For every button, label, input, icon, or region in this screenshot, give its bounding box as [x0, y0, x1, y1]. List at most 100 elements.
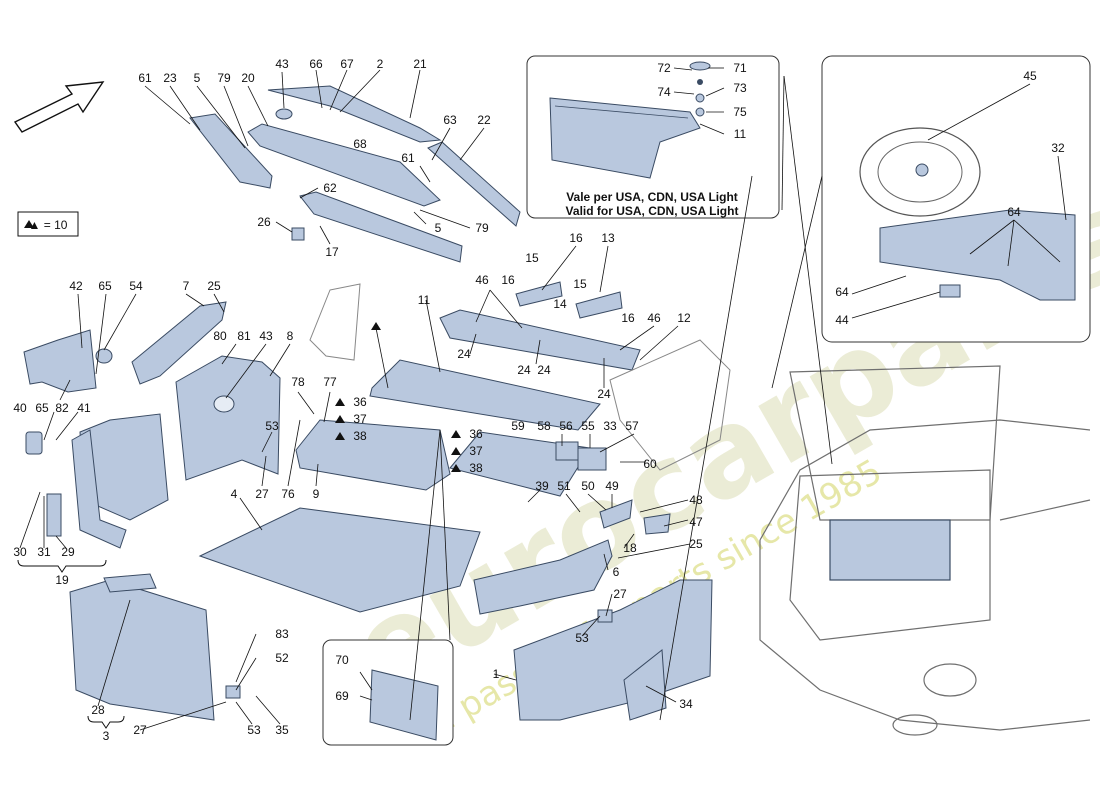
callout-label: 1	[493, 667, 500, 681]
callout-label: 52	[275, 651, 289, 665]
callout-label: 36	[353, 395, 367, 409]
triangle-marker-icon	[451, 447, 461, 455]
callout-label: 41	[77, 401, 91, 415]
callout-label: 37	[469, 444, 483, 458]
callout-label: 61	[138, 71, 152, 85]
callout-label: 81	[237, 329, 251, 343]
callout-label: 43	[259, 329, 273, 343]
callout-label: 2	[377, 57, 384, 71]
callout-label: 34	[679, 697, 693, 711]
callout-label: 71	[733, 61, 747, 75]
callout-label: 75	[733, 105, 747, 119]
callout-label: 44	[835, 313, 849, 327]
callout-label: 46	[647, 311, 661, 325]
callout-label: 47	[689, 515, 703, 529]
callout-label: 64	[835, 285, 849, 299]
callout-label: 61	[401, 151, 415, 165]
callout-label: 50	[581, 479, 595, 493]
callout-label: 8	[287, 329, 294, 343]
callout-label: 59	[511, 419, 525, 433]
callout-label: 25	[689, 537, 703, 551]
callout-label: 37	[353, 412, 367, 426]
callout-label: 16	[621, 311, 635, 325]
callout-label: 11	[734, 127, 747, 141]
callout-label: 12	[677, 311, 691, 325]
callout-label: 38	[469, 461, 483, 475]
triangle-marker-icon	[24, 220, 34, 228]
callout-label: 29	[61, 545, 75, 559]
car-outline	[759, 365, 1091, 736]
callout-label: 33	[603, 419, 617, 433]
callout-label: 67	[340, 57, 354, 71]
inset-note-line2: Valid for USA, CDN, USA Light	[566, 204, 739, 218]
callout-label: 78	[291, 375, 305, 389]
callout-label: 79	[475, 221, 489, 235]
callout-label: 54	[129, 279, 143, 293]
callout-label: 38	[353, 429, 367, 443]
callout-label: 45	[1023, 69, 1037, 83]
callout-label: 15	[525, 251, 539, 265]
callout-label: 24	[457, 347, 471, 361]
callout-label: 56	[559, 419, 573, 433]
callout-label: 6	[613, 565, 620, 579]
callout-label: 36	[469, 427, 483, 441]
right-side-panels	[473, 499, 713, 721]
callout-label: 21	[413, 57, 427, 71]
callout-label: 68	[353, 137, 367, 151]
callout-labels: 61 23 5 79 20 43 66 67 2 21 68 63 22 61 …	[13, 57, 1065, 743]
callout-label: 40	[13, 401, 27, 415]
callout-label: 53	[265, 419, 279, 433]
callout-label: 11	[418, 293, 431, 307]
callout-label: 31	[37, 545, 51, 559]
callout-label: 15	[573, 277, 587, 291]
callout-label: 46	[475, 273, 489, 287]
triangle-markers	[24, 220, 461, 472]
callout-label: 14	[553, 297, 567, 311]
callout-label: 18	[623, 541, 637, 555]
rear-trunk-panel	[69, 573, 241, 721]
callout-label: 19	[55, 573, 69, 587]
callout-label: 77	[323, 375, 337, 389]
triangle-marker-icon	[335, 432, 345, 440]
callout-label: 48	[689, 493, 703, 507]
callout-label: 69	[335, 689, 349, 703]
callout-label: 82	[55, 401, 69, 415]
callout-label: 7	[183, 279, 190, 293]
callout-label: 22	[477, 113, 491, 127]
callout-label: 65	[35, 401, 49, 415]
callout-label: 26	[257, 215, 271, 229]
callout-label: 49	[605, 479, 619, 493]
callout-label: 3	[103, 729, 110, 743]
callout-label: 28	[91, 703, 105, 717]
callout-label: 70	[335, 653, 349, 667]
triangle-marker-icon	[451, 464, 461, 472]
callout-label: 80	[213, 329, 227, 343]
callout-label: 27	[255, 487, 269, 501]
callout-label: 27	[133, 723, 147, 737]
callout-label: 16	[501, 273, 515, 287]
callout-label: 5	[435, 221, 442, 235]
callout-label: 66	[309, 57, 323, 71]
callout-label: 65	[98, 279, 112, 293]
callout-label: 79	[217, 71, 231, 85]
callout-label: 39	[535, 479, 549, 493]
callout-label: 35	[275, 723, 289, 737]
left-side-panels	[23, 301, 281, 549]
callout-label: 83	[275, 627, 289, 641]
callout-label: 27	[613, 587, 627, 601]
callout-label: 30	[13, 545, 27, 559]
callout-label: 73	[733, 81, 747, 95]
triangle-marker-icon	[335, 415, 345, 423]
callout-label: 24	[537, 363, 551, 377]
inset-spare-wheel	[821, 55, 1091, 343]
callout-label: 63	[443, 113, 457, 127]
callout-label: 24	[517, 363, 531, 377]
callout-label: 55	[581, 419, 595, 433]
callout-label: 42	[69, 279, 83, 293]
callout-label: 74	[657, 85, 671, 99]
triangle-marker-icon	[335, 398, 345, 406]
callout-label: 72	[657, 61, 671, 75]
callout-label: 16	[569, 231, 583, 245]
